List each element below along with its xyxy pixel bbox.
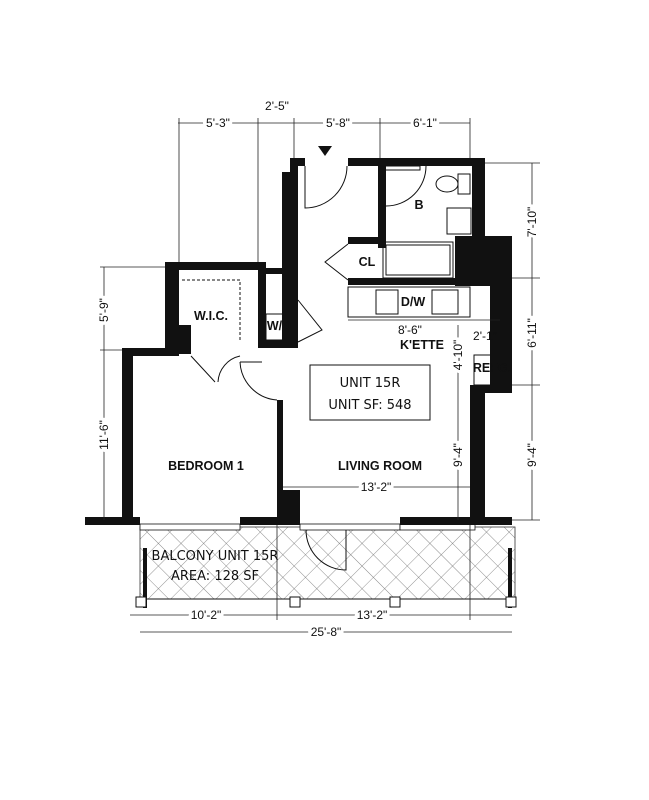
dim-left-2: 11'-6": [97, 420, 111, 450]
unit-sf: UNIT SF: 548: [328, 398, 411, 413]
dim-top-1: 5'-3": [206, 116, 230, 130]
fridge-icon: [473, 354, 499, 386]
room-label-bedroom: BEDROOM 1: [168, 459, 244, 473]
unit-name: UNIT 15R: [340, 376, 401, 391]
dim-top-3: 5'-8": [326, 116, 350, 130]
room-label-bath: B: [414, 198, 423, 212]
balcony-rail-right: [508, 548, 512, 608]
balcony: BALCONY UNIT 15R AREA: 128 SF: [135, 526, 517, 608]
dim-living-width: 13'-2": [361, 480, 392, 494]
room-label-kitchenette: K'ETTE: [400, 338, 444, 352]
bathtub-icon: [382, 241, 454, 279]
dim-top-4: 6'-1": [413, 116, 437, 130]
dim-bottom-1: 10'-2": [191, 608, 222, 622]
balcony-post: [135, 596, 147, 608]
washer-dryer-icon: [265, 313, 293, 341]
balcony-rail-left: [143, 548, 147, 608]
stove-icon: [375, 289, 399, 315]
label-dishwasher: D/W: [401, 295, 426, 309]
unit-label: UNIT 15R UNIT SF: 548: [309, 364, 431, 421]
label-washer-dryer: W/D: [267, 319, 291, 333]
dim-kitchen-depth: 4'-10": [451, 340, 465, 371]
bathroom-sink-icon: [446, 207, 472, 235]
label-fridge: REFG.: [473, 361, 511, 375]
entry-arrow-icon: [318, 146, 332, 156]
walls: [85, 158, 512, 525]
dimension-lines: [100, 118, 540, 633]
balcony-name: BALCONY UNIT 15R: [152, 549, 279, 564]
room-label-wic: W.I.C.: [194, 309, 228, 323]
balcony-post: [289, 596, 301, 608]
fixtures: [182, 173, 499, 386]
kitchen-sink-icon: [431, 289, 459, 315]
room-label-living: LIVING ROOM: [338, 459, 422, 473]
windows: [139, 523, 476, 531]
dim-living-depth: 9'-4": [451, 443, 465, 467]
dim-bottom-total: 25'-8": [311, 625, 342, 639]
room-labels: B CL D/W W.I.C. W/D K'ETTE REFG. BEDROOM…: [168, 198, 511, 473]
doors: [190, 146, 427, 571]
dim-left-1: 5'-9": [97, 298, 111, 322]
dim-kitchen-width: 8'-6": [398, 323, 422, 337]
room-label-closet: CL: [359, 255, 376, 269]
dim-right-1: 7'-10": [525, 207, 539, 238]
dimension-labels: 5'-3" 2'-5" 5'-8" 6'-1" 7'-10" 6'-11" 9'…: [94, 99, 542, 642]
dim-top-2: 2'-5": [265, 99, 289, 113]
balcony-post: [505, 596, 517, 608]
dim-fridge-width: 2'-1": [473, 329, 497, 343]
toilet-icon: [435, 175, 459, 193]
balcony-area: AREA: 128 SF: [171, 569, 259, 584]
balcony-post: [389, 596, 401, 608]
kitchen-counter: [347, 286, 471, 318]
dim-right-2: 6'-11": [525, 318, 539, 348]
dim-bottom-2: 13'-2": [357, 608, 388, 622]
dim-right-3: 9'-4": [525, 443, 539, 467]
